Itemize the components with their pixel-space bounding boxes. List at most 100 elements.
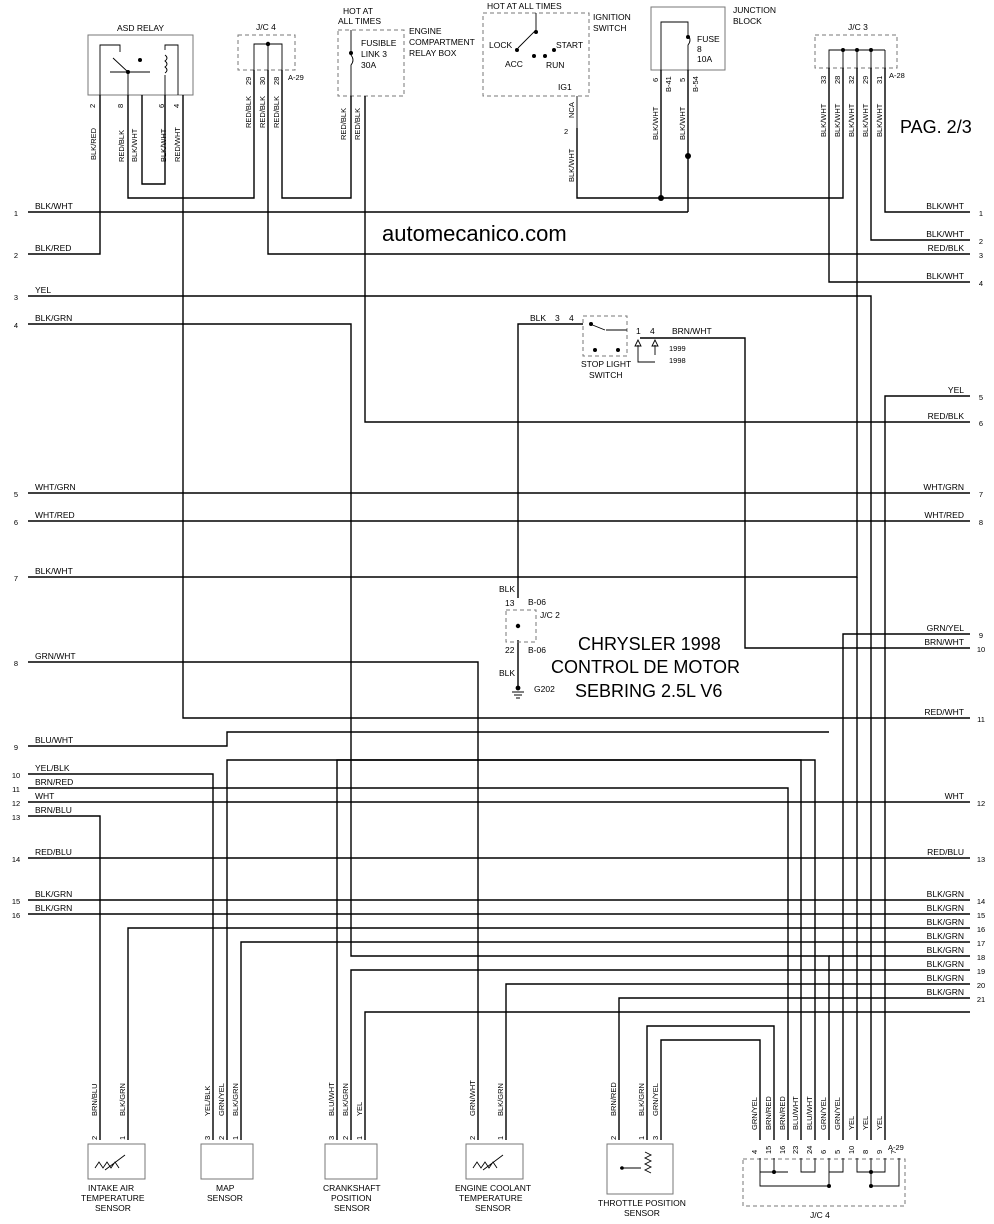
jc3-wire-2: BLK/WHT: [833, 103, 842, 137]
ect-pin-2: 1: [496, 1136, 505, 1140]
right-wire-label: BLK/WHT: [926, 201, 964, 211]
ignition-title-1: IGNITION: [593, 12, 631, 22]
jc3: J/C 3 33 28 32 29 31 A-28 BLK/WHT BLK/WH…: [814, 22, 905, 137]
right-wire-label: RED/BLU: [927, 847, 964, 857]
right-wire-label: YEL: [948, 385, 964, 395]
fusible-label-3: 30A: [361, 60, 376, 70]
left-wire-number: 14: [12, 855, 20, 864]
ect-wire-1: GRN/WHT: [468, 1080, 477, 1116]
jc4-bottom-wire: YEL: [861, 1116, 870, 1130]
right-wire-number: 5: [979, 393, 983, 402]
right-wire-number: 8: [979, 518, 983, 527]
map-wire-3: BLK/GRN: [231, 1083, 240, 1116]
jc3-wire-3: BLK/WHT: [847, 103, 856, 137]
left-wire-label: BRN/BLU: [35, 805, 72, 815]
tps-name-1: THROTTLE POSITION: [598, 1198, 686, 1208]
map-pin-3: 1: [231, 1136, 240, 1140]
jc4-top-wire-1: RED/BLK: [244, 96, 253, 128]
jc4-bottom-pin: 23: [791, 1146, 800, 1154]
asd-wire-5: RED/WHT: [173, 127, 182, 162]
jc3-pin-3: 32: [847, 76, 856, 84]
right-wire-number: 9: [979, 631, 983, 640]
left-wire-number: 10: [12, 771, 20, 780]
ignition-pos-run: RUN: [546, 60, 564, 70]
stop-title-2: SWITCH: [589, 370, 623, 380]
right-wire-label: BLK/GRN: [927, 889, 964, 899]
fusible-wire-2: RED/BLK: [353, 108, 362, 140]
right-wire-number: 1: [979, 209, 983, 218]
engine-coolant-temperature-sensor: 2 1 GRN/WHT BLK/GRN ENGINE COOLANT TEMPE…: [455, 1080, 531, 1213]
iat-pin-2: 1: [118, 1136, 127, 1140]
tps-pin-3: 3: [651, 1136, 660, 1140]
right-wire-label: BLK/GRN: [927, 917, 964, 927]
asd-pin-3: 6: [157, 104, 166, 108]
left-wire-label: YEL: [35, 285, 51, 295]
jc2-bottom-pin: 22: [505, 645, 515, 655]
ignition-title-2: SWITCH: [593, 23, 627, 33]
ckp-name-2: POSITION: [331, 1193, 372, 1203]
left-wire-label: BRN/RED: [35, 777, 73, 787]
engine-box-3: RELAY BOX: [409, 48, 457, 58]
right-wire-number: 16: [977, 925, 985, 934]
stop-year-1998: 1998: [669, 356, 686, 365]
asd-pin-1: 2: [88, 104, 97, 108]
right-wire-label: BLK/WHT: [926, 229, 964, 239]
map-wire-1: YEL/BLK: [203, 1086, 212, 1116]
left-wire-label: BLK/GRN: [35, 903, 72, 913]
asd-wire-3: BLK/WHT: [130, 128, 139, 162]
ckp-wire-3: YEL: [355, 1102, 364, 1116]
ckp-name-1: CRANKSHAFT: [323, 1183, 381, 1193]
right-wire-number: 2: [979, 237, 983, 246]
asd-pin-4: 4: [172, 104, 181, 108]
jc4-top-wire-3: RED/BLK: [272, 96, 281, 128]
right-wire-label: RED/BLK: [928, 243, 965, 253]
tps-name-2: SENSOR: [624, 1208, 660, 1218]
iat-pin-1: 2: [90, 1136, 99, 1140]
ckp-name-3: SENSOR: [334, 1203, 370, 1213]
jc4-bottom-pin: 8: [861, 1150, 870, 1154]
map-name-2: SENSOR: [207, 1193, 243, 1203]
left-wire-number: 6: [14, 518, 18, 527]
ect-name-3: SENSOR: [475, 1203, 511, 1213]
stop-wire-in: BLK: [530, 313, 546, 323]
stop-title-1: STOP LIGHT: [581, 359, 631, 369]
stop-year-1999: 1999: [669, 344, 686, 353]
jc4-top: J/C 4 29 30 28 A-29 RED/BLK RED/BLK RED/…: [237, 22, 304, 128]
right-wire-number: 20: [977, 981, 985, 990]
throttle-position-sensor: 2 1 3 BRN/RED BLK/GRN GRN/YEL THROTTLE P…: [598, 1082, 686, 1218]
junction-fuse-2: 8: [697, 44, 702, 54]
right-wire-label: BLK/GRN: [927, 903, 964, 913]
right-wire-number: 10: [977, 645, 985, 654]
title-line-2: CONTROL DE MOTOR: [551, 657, 740, 677]
right-wire-label: BLK/WHT: [926, 271, 964, 281]
right-wire-label: BLK/GRN: [927, 959, 964, 969]
jc2: BLK 13 B-06 J/C 2 22 B-06 BLK G202: [499, 584, 560, 699]
junction-pin-1: 6: [651, 78, 660, 82]
left-wire-label: BLK/WHT: [35, 201, 73, 211]
map-name-1: MAP: [216, 1183, 235, 1193]
jc3-pin-2: 28: [833, 76, 842, 84]
jc4-bottom-pin: 24: [805, 1146, 814, 1154]
right-wire-label: BLK/GRN: [927, 931, 964, 941]
jc4-top-pin-2: 30: [258, 77, 267, 85]
jc4-bottom-wire: BRN/RED: [764, 1096, 773, 1130]
crankshaft-position-sensor: 3 2 1 BLU/WHT BLK/GRN YEL CRANKSHAFT POS…: [323, 1082, 381, 1213]
left-wire-label: YEL/BLK: [35, 763, 70, 773]
left-wire-number: 3: [14, 293, 18, 302]
jc4-top-pin-1: 29: [244, 77, 253, 85]
junction-title-2: BLOCK: [733, 16, 762, 26]
ect-name-1: ENGINE COOLANT: [455, 1183, 531, 1193]
junction-fuse-1: FUSE: [697, 34, 720, 44]
jc2-title: J/C 2: [540, 610, 560, 620]
fusible-hot-1: HOT AT: [343, 6, 373, 16]
junction-fuse-3: 10A: [697, 54, 712, 64]
tps-pin-2: 1: [637, 1136, 646, 1140]
jc2-ground: G202: [534, 684, 555, 694]
left-wire-label: WHT/GRN: [35, 482, 76, 492]
left-wire-number: 12: [12, 799, 20, 808]
left-wire-number: 15: [12, 897, 20, 906]
iat-wire-2: BLK/GRN: [118, 1083, 127, 1116]
intake-air-temperature-sensor: 2 1 BRN/BLU BLK/GRN INTAKE AIR TEMPERATU…: [81, 1083, 146, 1213]
asd-wire-1: BLK/RED: [89, 127, 98, 160]
